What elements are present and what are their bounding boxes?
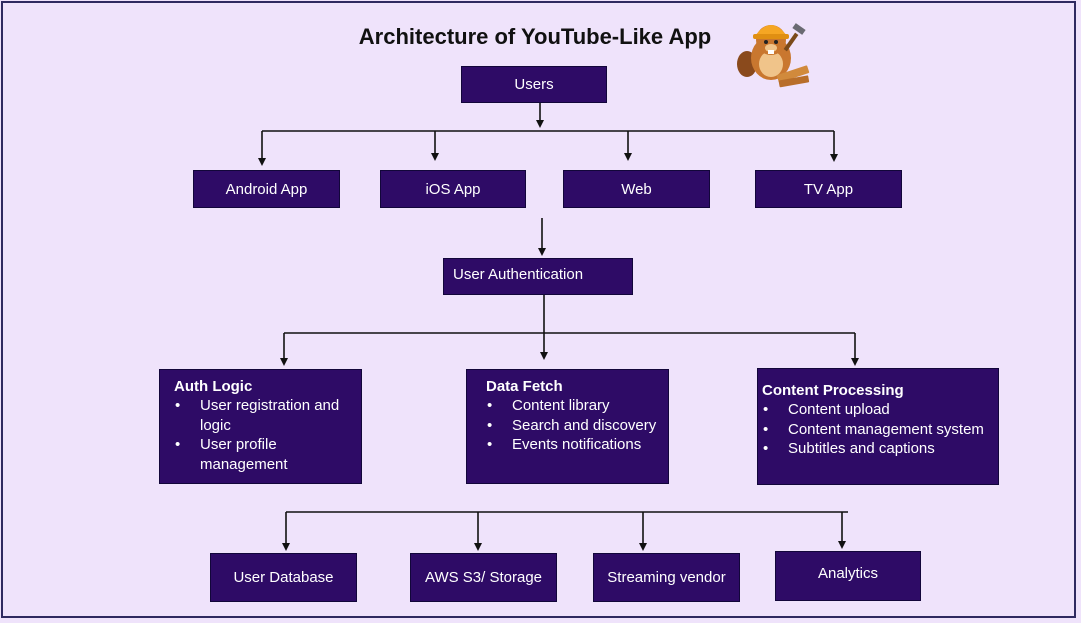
content-processing-title: Content Processing — [762, 382, 988, 399]
android-app-node: Android App — [193, 170, 340, 208]
list-item: Content management system — [788, 420, 988, 440]
aws-s3-storage-label: AWS S3/ Storage — [425, 569, 542, 586]
ios-app-label: iOS App — [425, 181, 480, 198]
content-processing-list: Content upload Content management system… — [762, 400, 988, 459]
aws-s3-storage-node: AWS S3/ Storage — [410, 553, 557, 602]
list-item: Events notifications — [512, 435, 658, 455]
user-database-label: User Database — [233, 569, 333, 586]
web-node: Web — [563, 170, 710, 208]
data-fetch-list: Content library Search and discovery Eve… — [486, 396, 658, 455]
list-item: Content library — [512, 396, 658, 416]
data-fetch-title: Data Fetch — [486, 378, 658, 395]
auth-logic-list: User registration and logic User profile… — [174, 396, 351, 474]
web-label: Web — [621, 181, 652, 198]
list-item: Content upload — [788, 400, 988, 420]
auth-logic-title: Auth Logic — [174, 378, 351, 395]
analytics-node: Analytics — [775, 551, 921, 601]
data-fetch-node: Data Fetch Content library Search and di… — [466, 369, 669, 484]
analytics-label: Analytics — [818, 565, 878, 582]
tv-app-node: TV App — [755, 170, 902, 208]
streaming-vendor-label: Streaming vendor — [607, 569, 725, 586]
ios-app-node: iOS App — [380, 170, 526, 208]
auth-logic-node: Auth Logic User registration and logic U… — [159, 369, 362, 484]
list-item: User registration and logic — [200, 396, 351, 435]
content-processing-node: Content Processing Content upload Conten… — [757, 368, 999, 485]
user-authentication-node: User Authentication — [443, 258, 633, 295]
users-node: Users — [461, 66, 607, 103]
user-database-node: User Database — [210, 553, 357, 602]
user-authentication-label: User Authentication — [453, 266, 583, 283]
list-item: Search and discovery — [512, 416, 658, 436]
streaming-vendor-node: Streaming vendor — [593, 553, 740, 602]
users-label: Users — [514, 76, 553, 93]
list-item: Subtitles and captions — [788, 439, 988, 459]
tv-app-label: TV App — [804, 181, 853, 198]
list-item: User profile management — [200, 435, 351, 474]
android-app-label: Android App — [226, 181, 308, 198]
